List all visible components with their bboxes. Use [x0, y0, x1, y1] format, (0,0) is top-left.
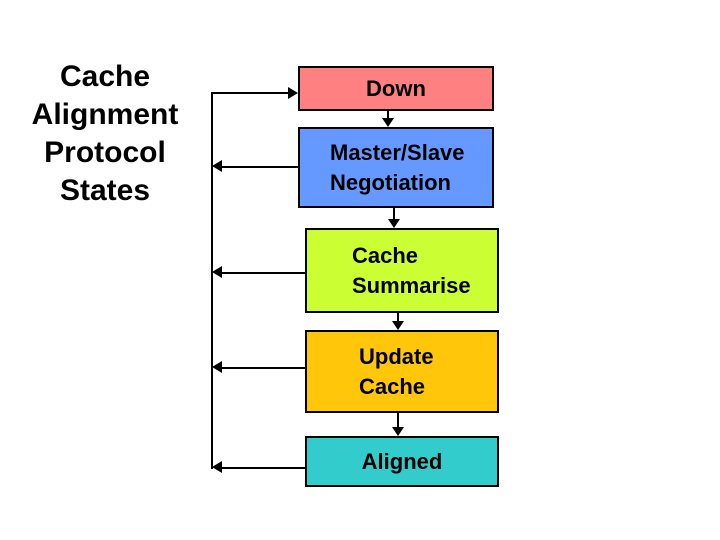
- reset-line-from-summarise: [222, 272, 307, 274]
- reset-line-into-down: [211, 92, 289, 94]
- title-line-3: Protocol: [44, 136, 166, 169]
- arrowhead-from-negotiation-icon: [212, 160, 222, 172]
- reset-line-from-update: [222, 367, 307, 369]
- reset-line-from-negotiation: [222, 166, 300, 168]
- flow-line-summarise-to-update: [397, 313, 399, 321]
- arrowhead-from-update-icon: [212, 361, 222, 373]
- state-label-master-slave-negotiation: Master/Slave Negotiation: [330, 139, 465, 195]
- state-box-down: Down: [298, 66, 494, 111]
- state-box-cache-summarise: Cache Summarise: [305, 228, 499, 313]
- state-label-cache-summarise: Cache Summarise: [352, 242, 471, 298]
- flow-arrowhead-down-to-negotiation-icon: [382, 118, 394, 127]
- title-line-2: Alignment: [31, 98, 179, 131]
- state-label-aligned: Aligned: [361, 448, 443, 474]
- flow-line-down-to-negotiation: [387, 111, 389, 119]
- reset-line-from-aligned: [222, 467, 307, 469]
- title-line-1: Cache: [59, 60, 151, 93]
- arrowhead-into-down-icon: [288, 87, 298, 99]
- state-box-update-cache: Update Cache: [305, 330, 499, 413]
- state-label-update-cache: Update Cache: [359, 343, 434, 399]
- flow-line-update-to-aligned: [397, 413, 399, 427]
- state-label-down: Down: [366, 75, 426, 101]
- flow-line-negotiation-to-summarise: [393, 208, 395, 219]
- arrowhead-from-summarise-icon: [212, 266, 222, 278]
- flow-arrowhead-negotiation-to-summarise-icon: [388, 219, 400, 228]
- title-line-4: States: [59, 174, 151, 207]
- arrowhead-from-aligned-icon: [212, 461, 222, 473]
- state-box-aligned: Aligned: [305, 436, 499, 487]
- state-box-master-slave-negotiation: Master/Slave Negotiation: [298, 127, 494, 208]
- reset-line-vertical: [211, 92, 213, 469]
- flow-arrowhead-summarise-to-update-icon: [392, 321, 404, 330]
- flow-arrowhead-update-to-aligned-icon: [392, 427, 404, 436]
- slide-title: Cache Alignment Protocol States: [15, 58, 195, 210]
